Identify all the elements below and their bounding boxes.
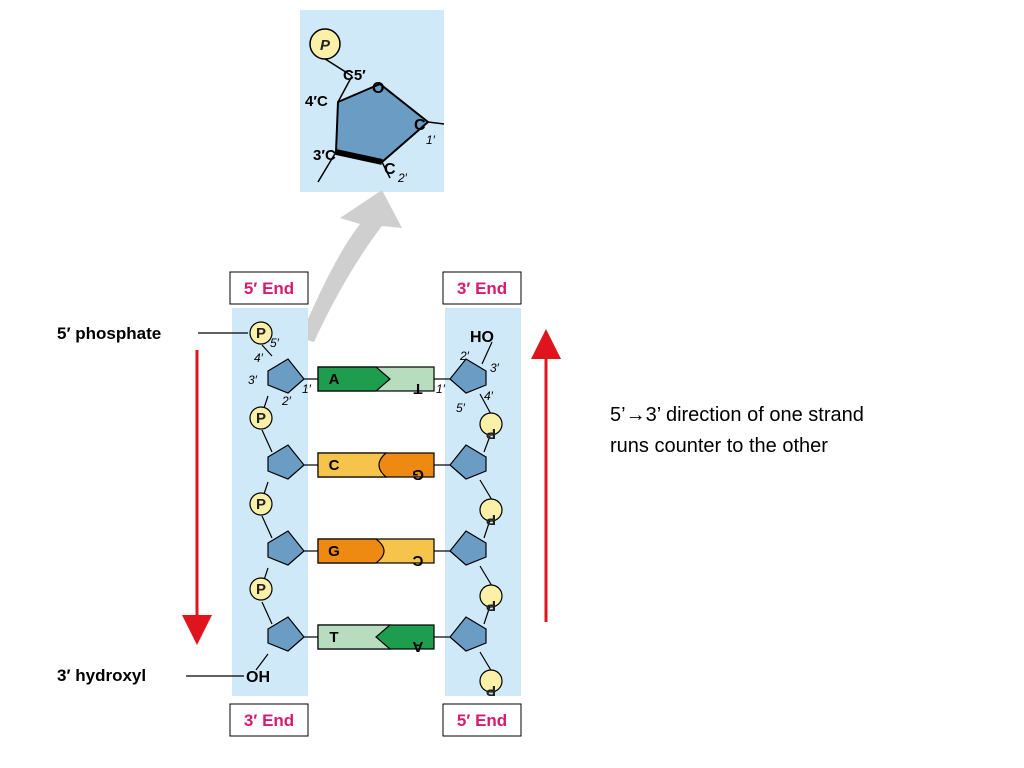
right-phosphate-circle [479,498,503,522]
note-line-1: 5’→3’ direction of one strand [610,404,864,426]
ho-label: HO [470,329,494,346]
svg-text:3′ End: 3′ End [244,711,294,730]
right-sugar [449,530,487,566]
right-phosphate-circle [479,584,503,608]
left-c2-number: 2′ [281,394,292,408]
right-phosphate-label: P [486,425,496,442]
left-sugar [267,530,305,566]
right-phosphate-label: P [486,511,496,528]
right-base-letter: A [412,638,423,655]
inset-phosphate-label: P [320,37,331,54]
left-base-letter: G [328,543,340,560]
right-base-letter: C [412,552,423,569]
left-base-block [317,538,385,564]
left-phosphate-circle [249,577,273,601]
right-top-end-box: 3′ End [442,271,522,305]
left-phosphate-circle [249,406,273,430]
sugar-inset: P C5′ O 4′C C 1′ 3′C C 2′ [300,10,445,192]
left-sugars [267,358,318,652]
left-base-letter: A [329,371,340,388]
right-base-letter: T [413,380,422,397]
base-pair: CG [317,452,435,483]
phosphate-label: 5′ phosphate [57,324,161,343]
right-phosphate-label: P [486,597,496,614]
right-bottom-end-box: 5′ End [442,703,522,737]
left-phosphate-circle [249,321,273,345]
inset-c3-label: 3′C [313,147,336,164]
left-backbone [255,344,273,671]
left-base-letter: C [329,457,340,474]
right-sugar [449,358,487,394]
base-pair: GC [317,538,435,569]
oh-label: OH [246,669,270,686]
right-c1-number: 1′ [436,382,446,396]
inset-phosphate-circle [309,28,341,60]
left-sugar [267,444,305,480]
left-sugar [267,358,305,394]
hydroxyl-label: 3′ hydroxyl [57,666,146,685]
left-phosphates: P P P P [249,321,273,601]
right-c2-number: 2′ [459,349,470,363]
right-sugars [434,358,487,652]
inset-c2-number: 2′ [397,171,408,185]
left-sugar [267,616,305,652]
right-c4-number: 4′ [484,389,494,403]
svg-text:3′ End: 3′ End [457,279,507,298]
right-sugar [449,444,487,480]
note-line-2: runs counter to the other [610,435,828,457]
left-base-block [317,452,388,478]
left-bottom-end-box: 3′ End [229,703,309,737]
left-phosphate-label: P [256,325,266,342]
left-c1-number: 1′ [302,382,312,396]
left-base-block [317,366,391,392]
inset-oxygen-label: O [372,80,384,97]
right-c5-number: 5′ [456,401,466,415]
inset-c2-label: C [384,161,396,178]
right-phosphate-label: P [486,682,496,699]
base-pair: TA [317,624,435,655]
svg-text:5′ End: 5′ End [244,279,294,298]
base-pair: AT [317,366,435,397]
zoom-arrow [300,190,402,342]
right-backbone [479,341,493,673]
right-phosphate-circle [479,412,503,436]
inset-c1-number: 1′ [426,133,436,147]
left-phosphate-label: P [256,410,266,427]
right-c3-number: 3′ [490,361,500,375]
svg-text:5′ End: 5′ End [457,711,507,730]
left-phosphate-label: P [256,496,266,513]
left-phosphate-circle [249,492,273,516]
left-top-end-box: 5′ End [229,271,309,305]
left-base-block [317,624,392,650]
inset-c4-label: 4′C [305,93,328,110]
left-base-letter: T [329,629,338,646]
right-base-letter: G [412,466,424,483]
left-c4-number: 4′ [254,351,264,365]
right-phosphate-circle [479,669,503,693]
left-c5-number: 5′ [270,336,280,350]
right-sugar [449,616,487,652]
inset-c5-label: C5′ [343,67,366,84]
left-phosphate-label: P [256,581,266,598]
inset-bold-bond [335,149,383,165]
right-phosphates: P P P P [479,412,503,699]
left-c3-number: 3′ [248,373,258,387]
inset-sugar-ring [334,82,430,164]
inset-c1-label: C [414,117,426,134]
